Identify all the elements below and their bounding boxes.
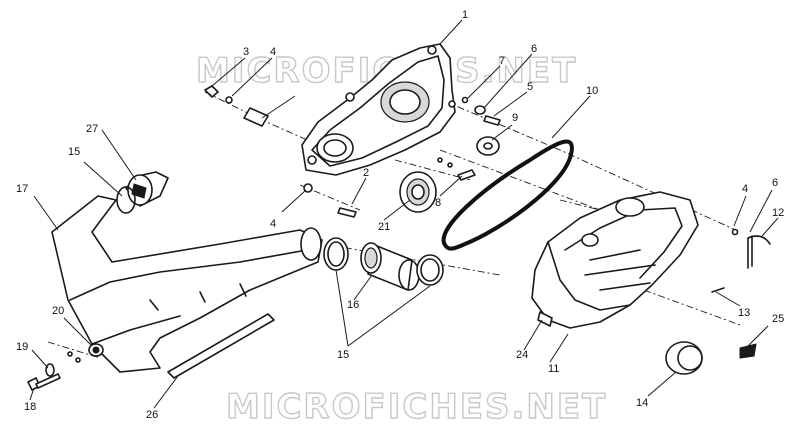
- callout-26: 26: [146, 409, 158, 421]
- callout-13: 13: [738, 307, 750, 319]
- duct-hardware: [27, 343, 104, 391]
- callout-1: 1: [462, 9, 468, 21]
- callout-6-right: 6: [772, 177, 778, 189]
- watermark-bottom: MICROFICHES.NET: [226, 387, 607, 427]
- intake-duct: [51, 195, 323, 373]
- clip-25: [739, 343, 757, 359]
- callout-numbers: 1 2 3 4 4 4 5 6 6 7 8 9 10 11 12 13 14 1…: [16, 9, 784, 421]
- washer-9: [476, 136, 500, 156]
- callout-27: 27: [86, 123, 98, 135]
- callout-11: 11: [548, 363, 559, 375]
- leader-lines: [29, 19, 779, 409]
- callout-17: 17: [16, 183, 28, 195]
- drive-belt: [441, 139, 574, 251]
- cover-hardware: [711, 228, 739, 293]
- callout-3: 3: [243, 46, 249, 58]
- callout-15-bottom: 15: [337, 349, 349, 361]
- callout-15-top: 15: [68, 146, 80, 158]
- inspection-gasket: [665, 341, 703, 375]
- duct-sleeve-and-clamps: [323, 237, 444, 291]
- callout-20: 20: [52, 305, 64, 317]
- callout-4-top: 4: [270, 46, 276, 58]
- outer-drive-cover: [531, 191, 699, 329]
- vent-cap: [116, 171, 169, 214]
- callout-16: 16: [347, 299, 359, 311]
- callout-19: 19: [16, 341, 28, 353]
- spring-clip-12: [747, 235, 771, 269]
- callout-6-top: 6: [531, 43, 537, 55]
- callout-10: 10: [586, 85, 598, 97]
- callout-7: 7: [499, 55, 505, 67]
- callout-14: 14: [636, 397, 648, 409]
- callout-21: 21: [378, 221, 390, 233]
- support-bar: [167, 313, 275, 379]
- callout-4-right: 4: [742, 183, 748, 195]
- callout-8: 8: [435, 197, 441, 209]
- callout-4-mid: 4: [270, 218, 276, 230]
- callout-25: 25: [772, 313, 784, 325]
- callout-12: 12: [772, 207, 784, 219]
- callout-9: 9: [512, 112, 518, 124]
- callout-24: 24: [516, 349, 528, 361]
- callout-18: 18: [24, 401, 36, 413]
- callout-5: 5: [527, 81, 533, 93]
- callout-2: 2: [363, 167, 369, 179]
- inner-cover-plate: [301, 43, 456, 176]
- seal-ring: [399, 171, 437, 213]
